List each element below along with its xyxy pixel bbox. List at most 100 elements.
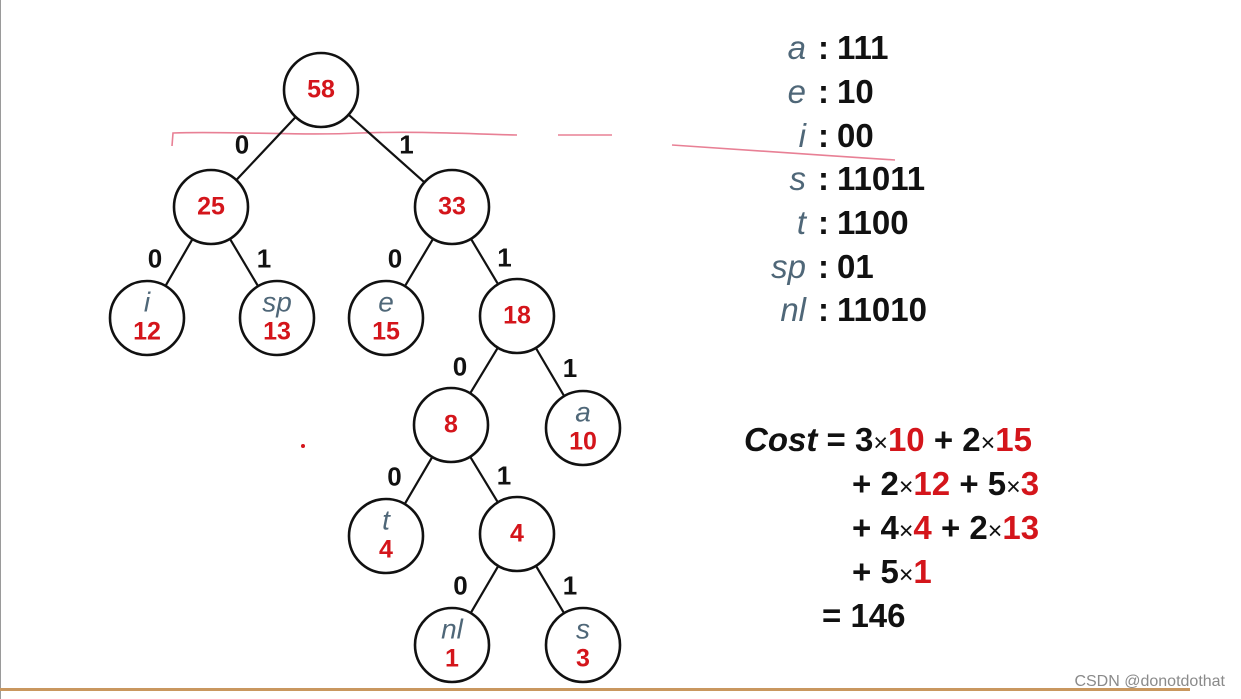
edge-bit-label: 1 <box>399 129 413 159</box>
code-colon: : <box>818 204 829 242</box>
leaf-node: t4 <box>347 497 425 575</box>
term-length: 4 <box>880 509 899 546</box>
node-circle <box>544 606 622 684</box>
node-weight: 25 <box>197 193 225 221</box>
node-circle <box>282 51 360 129</box>
node-circle <box>412 386 490 464</box>
plus-sign: + <box>933 421 954 458</box>
internal-node: 58 <box>282 51 360 129</box>
code-row-sp: sp : 01 <box>740 244 927 288</box>
tree-edge <box>469 347 499 394</box>
code-bits: 10 <box>837 73 874 111</box>
internal-node: 25 <box>172 168 250 246</box>
edge-bit-label: 0 <box>235 129 249 159</box>
code-bits: 111 <box>837 29 889 67</box>
leaf-node: s3 <box>544 606 622 684</box>
term-frequency: 1 <box>913 553 932 590</box>
cost-line-3: + 4×4 + 2×13 <box>744 506 1039 550</box>
leaf-node: e15 <box>347 279 425 357</box>
code-symbol: i <box>798 116 806 154</box>
edge-bit-label: 1 <box>257 243 271 273</box>
term-frequency: 3 <box>1020 465 1040 502</box>
node-weight: 4 <box>510 520 524 548</box>
tree-edge <box>164 238 194 287</box>
edge-bit-label: 1 <box>497 242 511 272</box>
edge-bit-label: 0 <box>453 570 467 600</box>
tree-edge <box>534 347 566 397</box>
node-circle <box>347 279 425 357</box>
tree-edge <box>403 456 434 505</box>
node-weight: 10 <box>569 428 597 456</box>
leaf-node: i12 <box>108 279 186 357</box>
code-symbol: s <box>789 160 807 198</box>
code-row-nl: nl : 11010 <box>740 288 927 332</box>
edge-bit-label: 1 <box>563 570 577 600</box>
term-frequency: 4 <box>913 509 932 546</box>
cost-total: 146 <box>850 597 906 634</box>
code-symbol: e <box>787 73 806 111</box>
code-colon: : <box>818 160 829 198</box>
code-colon: : <box>818 73 829 111</box>
equals-sign: = <box>822 597 842 634</box>
tree-edge <box>347 113 426 184</box>
code-bits: 1100 <box>837 204 909 242</box>
code-bits: 00 <box>837 116 874 154</box>
code-table: a : 111 e : 10 i : 00 s : 11011 t : 1100… <box>740 26 927 332</box>
tree-edge <box>403 238 435 287</box>
edge-bit-label: 1 <box>497 460 511 490</box>
tree-edge <box>469 456 499 503</box>
code-row-a: a : 111 <box>740 26 927 70</box>
term-length: 3 <box>854 421 874 458</box>
edge-bit-label: 0 <box>388 243 402 273</box>
cost-label: Cost <box>744 421 818 458</box>
node-circle <box>413 168 491 246</box>
code-symbol: a <box>787 29 806 67</box>
internal-node: 8 <box>412 386 490 464</box>
internal-node: 33 <box>413 168 491 246</box>
times-sign: × <box>987 517 1003 545</box>
node-circle <box>478 277 556 355</box>
node-symbol: i <box>144 286 151 317</box>
bottom-rule <box>0 688 1190 691</box>
node-weight: 13 <box>263 318 291 346</box>
node-symbol: e <box>378 286 394 317</box>
term-length: 2 <box>880 465 899 502</box>
term-frequency: 13 <box>1002 509 1040 546</box>
code-row-t: t : 1100 <box>740 201 927 245</box>
times-sign: × <box>898 473 914 501</box>
left-border <box>0 0 1 699</box>
term-length: 5 <box>880 553 899 590</box>
node-circle <box>108 279 186 357</box>
plus-sign: + <box>940 509 961 546</box>
node-circle <box>172 168 250 246</box>
term-length: 2 <box>969 509 988 546</box>
node-circle <box>238 279 316 357</box>
node-circle <box>413 606 491 684</box>
code-colon: : <box>818 247 829 285</box>
node-weight: 18 <box>503 302 531 330</box>
pen-annotation <box>171 131 896 161</box>
node-circle <box>544 389 622 467</box>
times-sign: × <box>980 429 996 457</box>
edge-bit-label: 0 <box>453 351 467 381</box>
times-sign: × <box>898 561 914 589</box>
code-symbol: t <box>796 204 806 242</box>
node-circle <box>478 495 556 573</box>
node-weight: 15 <box>372 318 400 346</box>
code-row-s: s : 11011 <box>740 157 927 201</box>
node-weight: 33 <box>438 193 466 221</box>
plus-sign: + <box>852 553 872 590</box>
node-symbol: t <box>382 504 391 535</box>
node-weight: 1 <box>445 645 459 673</box>
node-weight: 8 <box>444 411 458 439</box>
tree-edge <box>228 238 260 287</box>
cost-line-total: = 146 <box>744 594 1039 638</box>
pen-stroke-left <box>171 131 518 147</box>
edge-bit-label: 0 <box>148 243 162 273</box>
tree-edge <box>235 116 297 181</box>
tree-edge <box>534 565 566 614</box>
